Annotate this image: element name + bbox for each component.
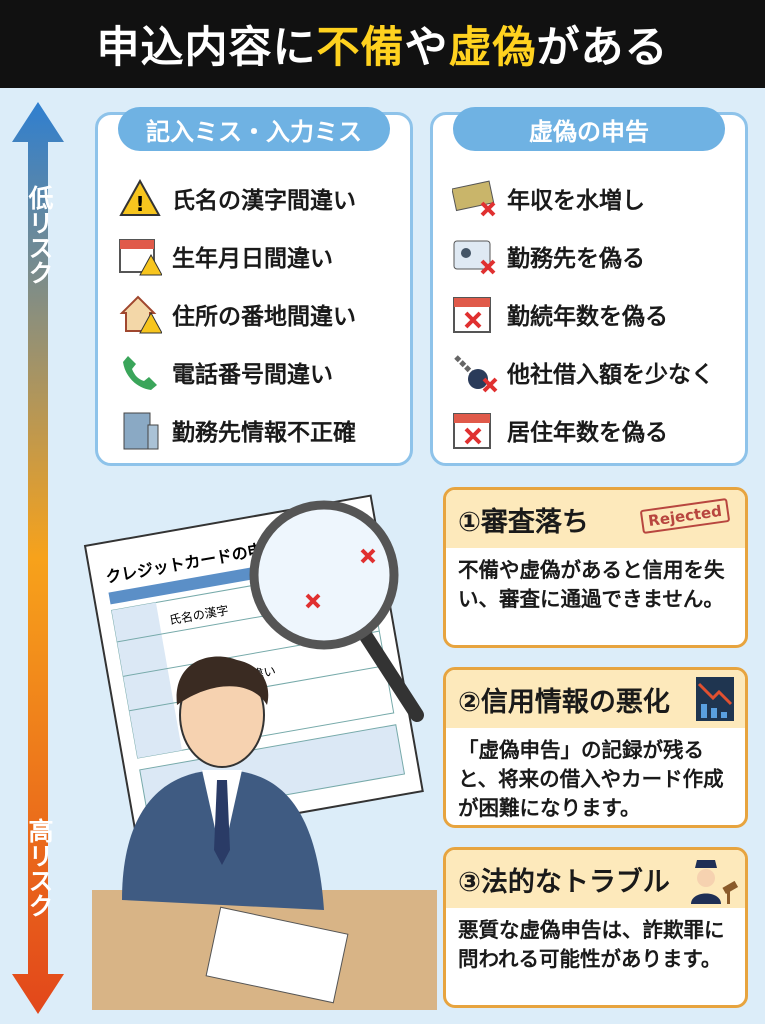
consequence-title: ②信用情報の悪化 (458, 686, 670, 718)
item-label: 氏名の漢字間違い (172, 188, 356, 214)
risk-arrow (12, 102, 64, 1014)
list-item: 生年月日間違い (116, 231, 333, 281)
mistakes-panel: 記入ミス・入力ミス ! 氏名の漢字間違い 生年月日間違い 住所の番地間違い 電話番… (95, 107, 413, 466)
title-part: がある (536, 23, 669, 73)
consequence-rejected: ①審査落ち Rejected 不備や虚偽があると信用を失い、審査に通過できません。 (443, 487, 748, 648)
phone-icon (116, 350, 164, 394)
consequence-title: ③法的なトラブル (458, 866, 670, 898)
item-label: 居住年数を偽る (507, 420, 668, 446)
false-report-panel: 虚偽の申告 年収を水増し 勤務先を偽る 勤続年数を偽る 他社借入額を少なく 居住… (430, 107, 748, 466)
mistakes-title: 記入ミス・入力ミス (118, 107, 390, 151)
title-highlight: 虚偽 (448, 23, 537, 73)
calendar-x-icon (451, 292, 499, 336)
list-item: 勤務先情報不正確 (116, 405, 356, 455)
item-label: 勤務先情報不正確 (172, 420, 356, 446)
list-item: 他社借入額を少なく (451, 347, 714, 397)
title-part: や (404, 23, 449, 73)
chain-ball-x-icon (451, 350, 499, 394)
title-part: 申込内容に (96, 23, 317, 73)
calendar-x-icon (451, 408, 499, 452)
calendar-warning-icon (116, 234, 164, 278)
id-card-x-icon (451, 234, 499, 278)
high-risk-label: 高リスク (25, 818, 54, 918)
item-label: 生年月日間違い (172, 246, 333, 272)
house-warning-icon (116, 292, 164, 336)
office-building-icon (116, 408, 164, 452)
rejected-stamp: Rejected (639, 497, 731, 535)
title-highlight: 不備 (316, 23, 405, 73)
item-label: 勤続年数を偽る (507, 304, 668, 330)
low-risk-label: 低リスク (25, 185, 54, 285)
page-title: 申込内容に不備や虚偽がある (0, 0, 765, 88)
item-label: 年収を水増し (507, 188, 645, 214)
item-label: 勤務先を偽る (507, 246, 645, 272)
consequence-text: 不備や虚偽があると信用を失い、審査に通過できません。 (458, 558, 725, 611)
consequence-text: 悪質な虚偽申告は、詐欺罪に問われる可能性があります。 (458, 918, 725, 971)
worried-man (92, 656, 437, 1010)
list-item: 年収を水増し (451, 173, 645, 223)
list-item: 勤続年数を偽る (451, 289, 668, 339)
list-item: 勤務先を偽る (451, 231, 645, 281)
item-label: 他社借入額を少なく (507, 362, 714, 388)
item-label: 住所の番地間違い (172, 304, 356, 330)
list-item: ! 氏名の漢字間違い (116, 173, 356, 223)
declining-chart-icon (696, 677, 734, 721)
applicant-illustration: クレジットカードの申込書 氏名の漢字 住所の番地間違い (62, 480, 437, 1010)
consequence-legal: ③法的なトラブル 悪質な虚偽申告は、詐欺罪に問われる可能性があります。 (443, 847, 748, 1008)
consequence-text: 「虚偽申告」の記録が残ると、将来の借入やカード作成が困難になります。 (458, 738, 724, 820)
money-x-icon (451, 176, 499, 220)
list-item: 居住年数を偽る (451, 405, 668, 455)
consequence-credit-info: ②信用情報の悪化 「虚偽申告」の記録が残ると、将来の借入やカード作成が困難になり… (443, 667, 748, 828)
police-gavel-icon (691, 860, 739, 904)
svg-text:!: ! (135, 192, 144, 216)
warning-icon: ! (116, 176, 164, 220)
consequence-title: ①審査落ち (458, 506, 589, 538)
magnifier-icon (249, 500, 424, 722)
list-item: 住所の番地間違い (116, 289, 356, 339)
false-report-title: 虚偽の申告 (453, 107, 725, 151)
item-label: 電話番号間違い (172, 362, 333, 388)
list-item: 電話番号間違い (116, 347, 333, 397)
